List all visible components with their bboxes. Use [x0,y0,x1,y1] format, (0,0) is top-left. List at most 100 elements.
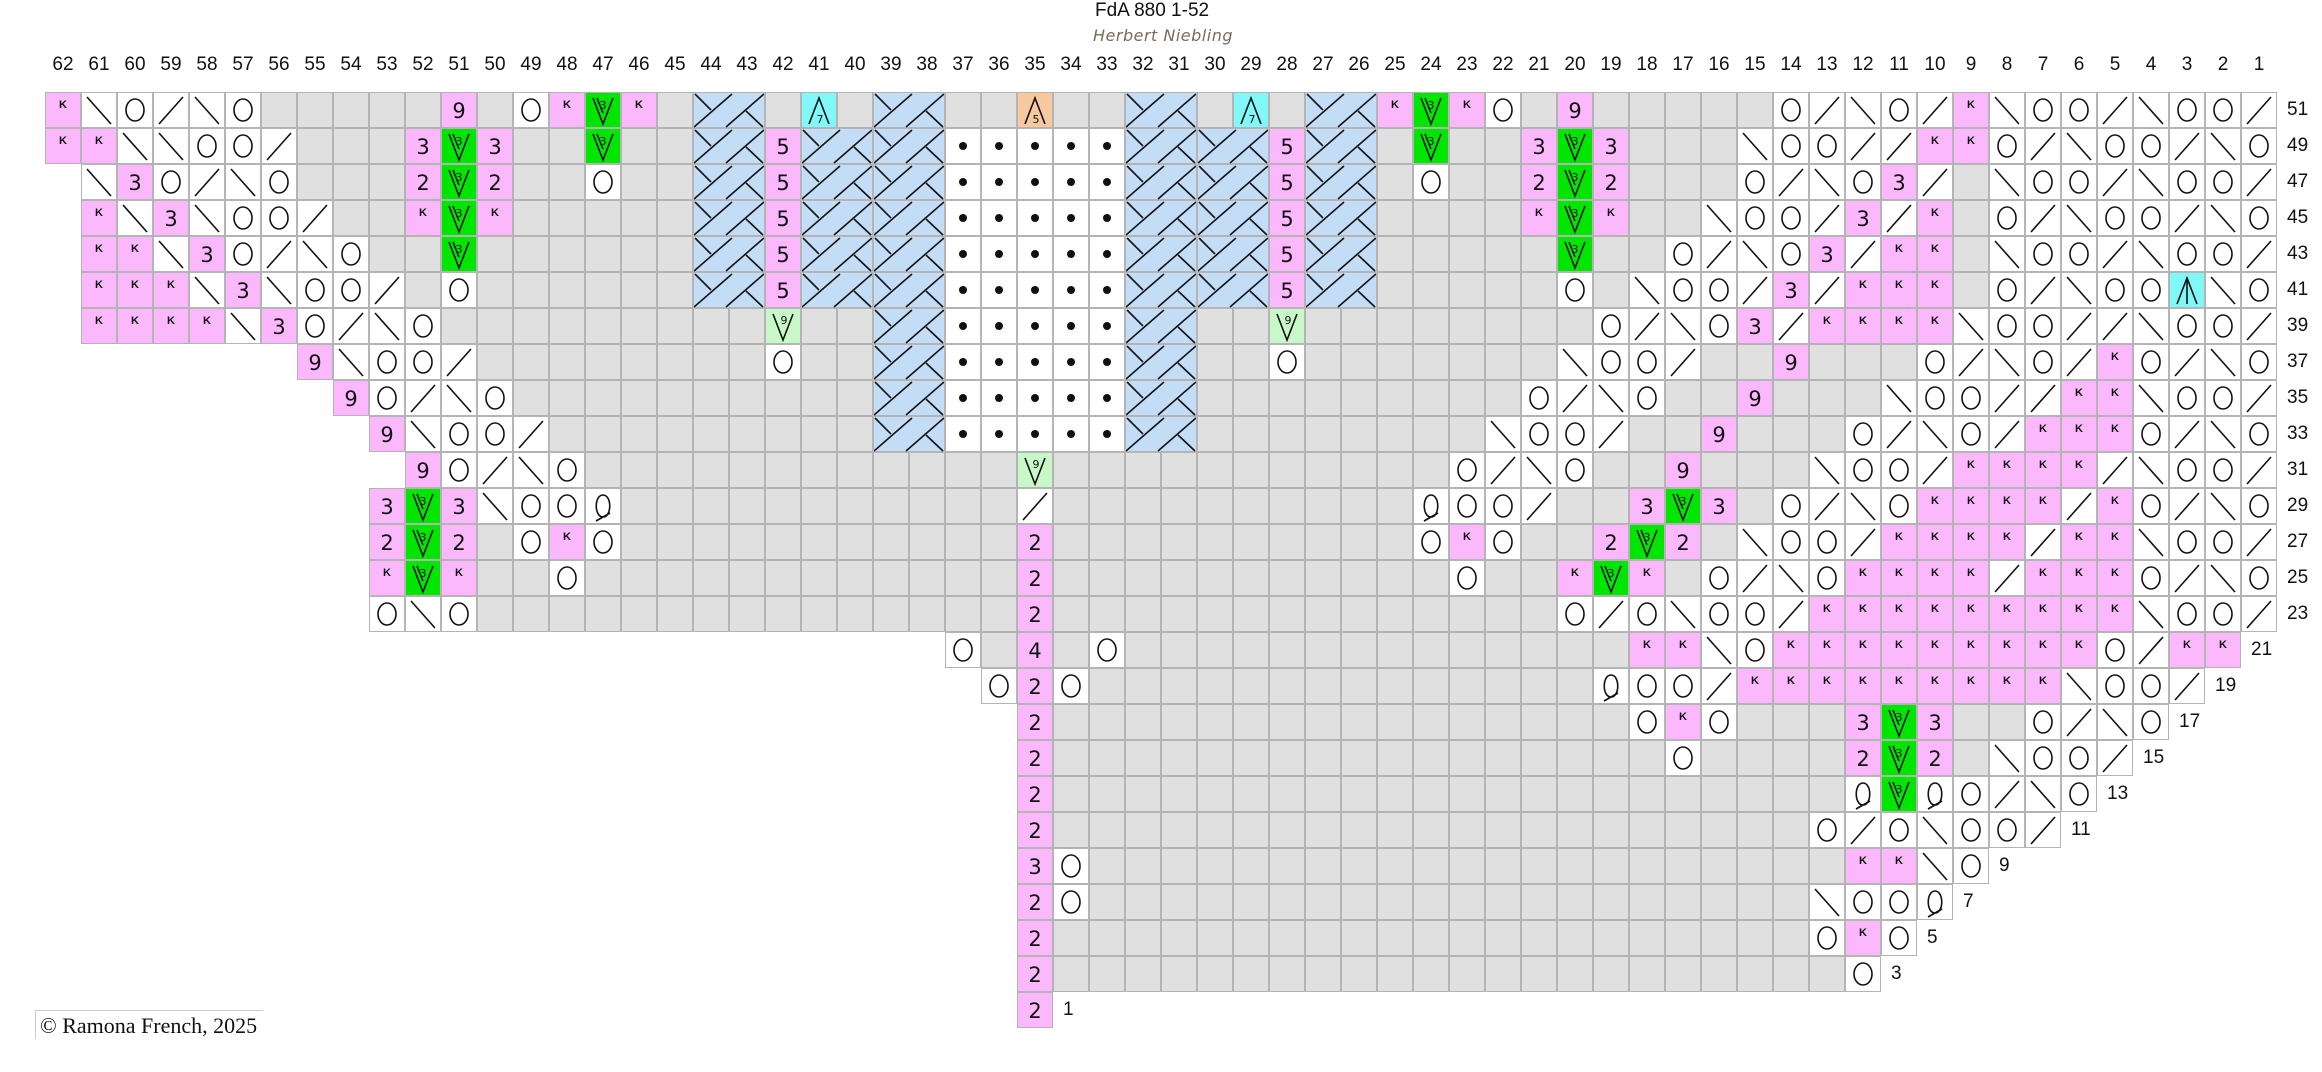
right-decrease-icon [266,132,292,161]
row-number: 29 [2287,495,2309,516]
chart-cell-no-stitch [1413,200,1449,236]
chart-cell-no-stitch [1089,488,1125,524]
k-label: K [2039,423,2047,435]
left-decrease-icon [2210,420,2236,449]
chart-cell-left-decrease [189,272,225,308]
cable-2-stitch-icon [874,93,944,128]
chart-cell-stitch-count: 2 [405,164,441,200]
left-decrease-icon [1958,312,1984,341]
yarn-over-icon [485,386,505,410]
chart-cell-k-stitch: K [1809,596,1845,632]
chart-cell-cable-2-stitch [1125,200,1197,236]
chart-cell-no-stitch [981,452,1017,488]
chart-cell-right-decrease [441,344,477,380]
chart-cell-no-stitch [801,488,837,524]
chart-cell-no-stitch [1089,848,1125,884]
chart-cell-no-stitch [1341,740,1377,776]
stitch-count-label: 2 [1028,747,1042,771]
left-decrease-icon [1922,420,1948,449]
svg-text:3: 3 [600,135,607,148]
left-decrease-icon [338,348,364,377]
increase-3-icon: 3 [1564,169,1586,199]
increase-3-icon: 3 [448,169,470,199]
stitch-count-label: 9 [1568,99,1582,123]
chart-cell-k-stitch: K [2025,452,2061,488]
yarn-over-icon [989,674,1009,698]
chart-cell-yarn-over [1989,812,2025,848]
chart-cell-k-stitch: K [117,236,153,272]
chart-cell-yarn-over [1809,560,1845,596]
cable-2-stitch-icon [1306,93,1376,128]
chart-cell-left-decrease [2133,524,2169,560]
k-label: K [2075,639,2083,651]
k-label: K [95,135,103,147]
chart-cell-no-stitch [297,164,333,200]
chart-cell-yarn-over [2133,560,2169,596]
yarn-over-icon [1673,242,1693,266]
cable-2-stitch-icon [1198,129,1268,164]
row-number: 7 [1963,891,1974,912]
chart-cell-bullet-stitch [1089,200,1125,236]
yarn-over-icon [485,422,505,446]
bullet-stitch-icon [995,250,1003,258]
chart-cell-no-stitch [1737,740,1773,776]
chart-cell-left-decrease [81,92,117,128]
chart-cell-no-stitch [1809,776,1845,812]
chart-cell-no-stitch [1341,848,1377,884]
yarn-over-icon [2213,170,2233,194]
chart-cell-stitch-count: 5 [1269,272,1305,308]
column-number: 29 [1240,54,1262,75]
chart-cell-right-decrease [2025,380,2061,416]
chart-cell-no-stitch [405,92,441,128]
chart-cell-yarn-over [1773,128,1809,164]
chart-cell-right-decrease [2025,524,2061,560]
bullet-stitch-icon [995,286,1003,294]
chart-cell-yarn-over [1701,596,1737,632]
right-decrease-icon [2246,168,2272,197]
yarn-over-icon [593,170,613,194]
k-label: K [167,279,175,291]
right-decrease-icon [2246,384,2272,413]
column-number: 2 [2217,54,2229,75]
bullet-stitch-icon [1103,394,1111,402]
chart-cell-right-decrease [2169,200,2205,236]
increase-3-icon: 3 [448,241,470,271]
column-number: 7 [2037,54,2049,75]
column-number: 57 [232,54,254,75]
column-number: 23 [1456,54,1478,75]
left-decrease-icon [2066,132,2092,161]
left-decrease-icon [1850,96,1876,125]
chart-cell-no-stitch [1665,848,1701,884]
bullet-stitch-icon [995,394,1003,402]
chart-cell-increase-3: 3 [1881,740,1917,776]
chart-cell-cable-2-stitch [873,164,945,200]
chart-cell-no-stitch [1809,344,1845,380]
yarn-over-icon [2177,314,2197,338]
chart-cell-no-stitch [1485,164,1521,200]
cable-2-stitch-icon [874,129,944,164]
chart-cell-cable-2-stitch [1305,164,1377,200]
chart-cell-yarn-over [2241,128,2277,164]
chart-cell-yarn-over [1449,452,1485,488]
chart-cell-yarn-over [513,92,549,128]
chart-cell-yarn-over [1953,416,1989,452]
chart-cell-yarn-over [1953,848,1989,884]
yarn-over-icon [125,98,145,122]
chart-cell-left-decrease [2133,596,2169,632]
increase-3-icon: 3 [1888,745,1910,775]
k-label: K [2111,423,2119,435]
chart-cell-no-stitch [1485,344,1521,380]
chart-cell-no-stitch [297,128,333,164]
chart-cell-yarn-over [2061,740,2097,776]
k-label: K [1679,711,1687,723]
chart-cell-k-stitch: K [1917,560,1953,596]
chart-cell-stitch-count: 2 [1017,668,1053,704]
chart-cell-no-stitch [1485,560,1521,596]
chart-cell-no-stitch [1485,920,1521,956]
right-decrease-icon [1850,816,1876,845]
chart-cell-increase-3: 3 [1629,524,1665,560]
column-number: 54 [340,54,362,75]
chart-cell-cable-2-stitch [873,344,945,380]
yarn-over-icon [1709,710,1729,734]
row-number: 49 [2287,135,2309,156]
